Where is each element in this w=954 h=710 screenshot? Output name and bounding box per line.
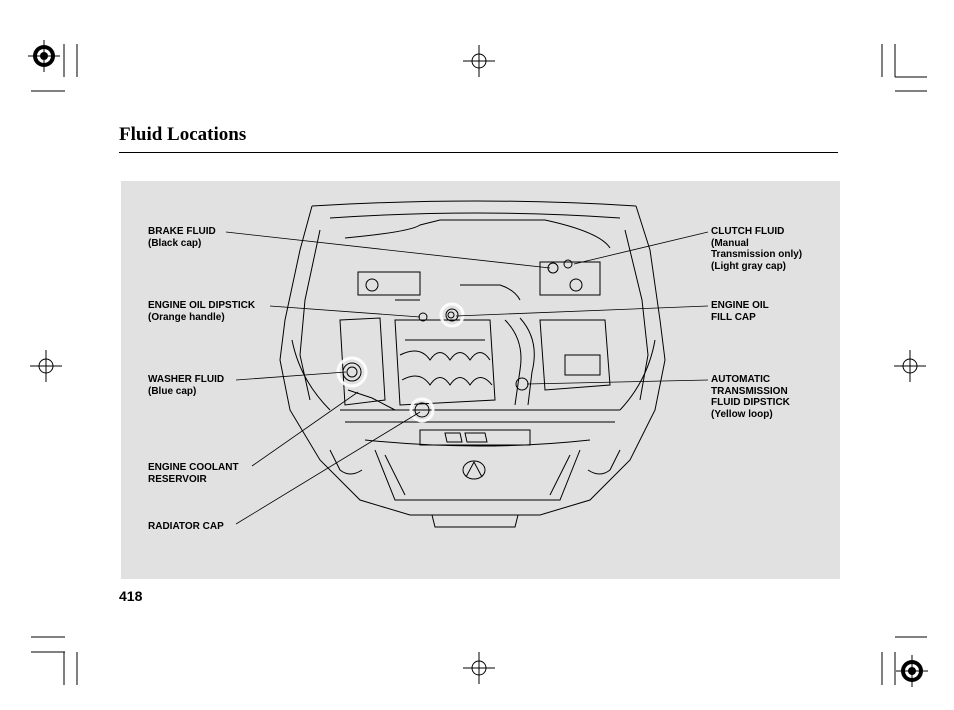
oil-fill-cap-leader	[455, 305, 709, 317]
label-washer-fluid-note: (Blue cap)	[148, 385, 197, 397]
registration-mark-icon	[896, 655, 928, 687]
brake-fluid-leader	[225, 231, 551, 269]
label-coolant-line1: ENGINE COOLANT	[148, 462, 239, 473]
label-coolant-line2: RESERVOIR	[148, 473, 207, 485]
label-clutch-fluid: CLUTCH FLUID (Manual Transmission only) …	[711, 226, 802, 272]
label-brake-fluid: BRAKE FLUID (Black cap)	[148, 226, 216, 249]
label-oil-fill-line2: FILL CAP	[711, 311, 756, 323]
title-divider	[119, 152, 838, 153]
label-clutch-fluid-line2: (Manual	[711, 237, 749, 249]
radiator-cap-leader	[235, 411, 421, 525]
label-engine-oil-fill-cap: ENGINE OIL FILL CAP	[711, 300, 769, 323]
label-clutch-fluid-title: CLUTCH FLUID	[711, 226, 785, 237]
label-engine-oil-dipstick-note: (Orange handle)	[148, 311, 225, 323]
label-atf-dipstick: AUTOMATIC TRANSMISSION FLUID DIPSTICK (Y…	[711, 374, 790, 420]
label-clutch-fluid-line4: (Light gray cap)	[711, 260, 787, 272]
coolant-reservoir-leader	[251, 391, 359, 467]
label-engine-oil-dipstick-title: ENGINE OIL DIPSTICK	[148, 300, 256, 311]
oil-dipstick-leader	[269, 305, 421, 318]
label-atf-line4: (Yellow loop)	[711, 408, 773, 420]
label-brake-fluid-title: BRAKE FLUID	[148, 226, 216, 237]
washer-fluid-leader	[235, 371, 347, 381]
registration-mark-icon	[28, 40, 60, 72]
label-engine-coolant-reservoir: ENGINE COOLANT RESERVOIR	[148, 462, 239, 485]
label-washer-fluid-title: WASHER FLUID	[148, 374, 225, 385]
label-atf-line2: TRANSMISSION	[711, 385, 788, 397]
label-oil-fill-line1: ENGINE OIL	[711, 300, 769, 311]
label-atf-line1: AUTOMATIC	[711, 374, 771, 385]
clutch-fluid-leader	[573, 231, 709, 265]
atf-dipstick-leader	[526, 379, 709, 385]
page-number: 418	[119, 588, 143, 604]
label-clutch-fluid-line3: Transmission only)	[711, 249, 803, 260]
label-brake-fluid-note: (Black cap)	[148, 237, 202, 249]
label-radiator-cap: RADIATOR CAP	[148, 521, 224, 533]
label-engine-oil-dipstick: ENGINE OIL DIPSTICK (Orange handle)	[148, 300, 255, 323]
label-radiator-cap-title: RADIATOR CAP	[148, 521, 224, 532]
page-title: Fluid Locations	[119, 124, 247, 145]
label-atf-line3: FLUID DIPSTICK	[711, 397, 790, 408]
label-washer-fluid: WASHER FLUID (Blue cap)	[148, 374, 224, 397]
